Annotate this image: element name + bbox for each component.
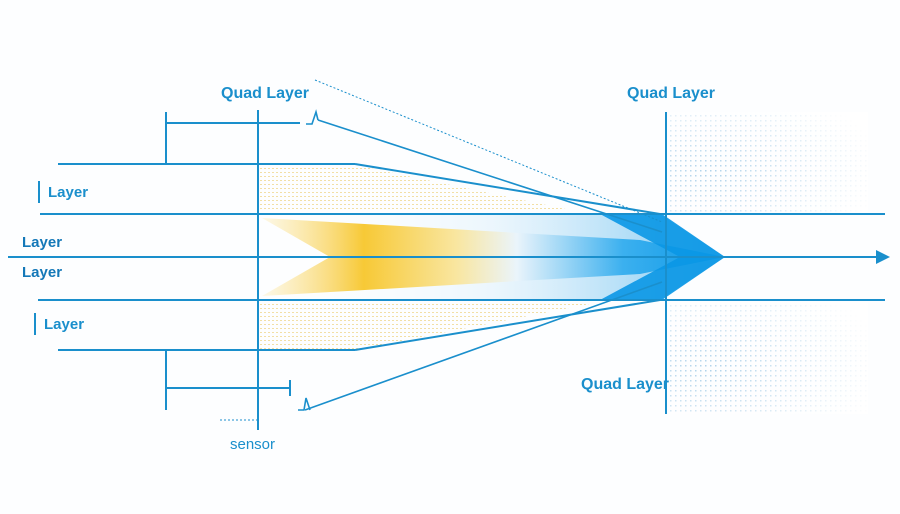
label-layer-upper: Layer [48,184,89,201]
axis-arrowhead [876,250,890,264]
label-layer-lower: Layer [44,316,85,333]
layer-marker-lower [34,313,36,335]
warm-dot-fill-lower [258,300,610,350]
label-layer-center-lower: Layer [22,264,63,281]
label-quad-layer-top-right: Quad Layer [627,85,716,102]
label-layer-center-upper: Layer [22,234,63,251]
ray-upper [317,119,663,233]
label-sensor: sensor [230,436,276,453]
warm-dot-fill-upper [258,165,580,212]
layer-marker-upper [38,181,40,203]
beam-fan [258,214,725,300]
ray-dotted-upper [314,79,663,223]
label-quad-layer-top-left: Quad Layer [221,85,310,102]
ray-lower [304,281,663,411]
label-quad-layer-bottom-right: Quad Layer [581,376,670,393]
